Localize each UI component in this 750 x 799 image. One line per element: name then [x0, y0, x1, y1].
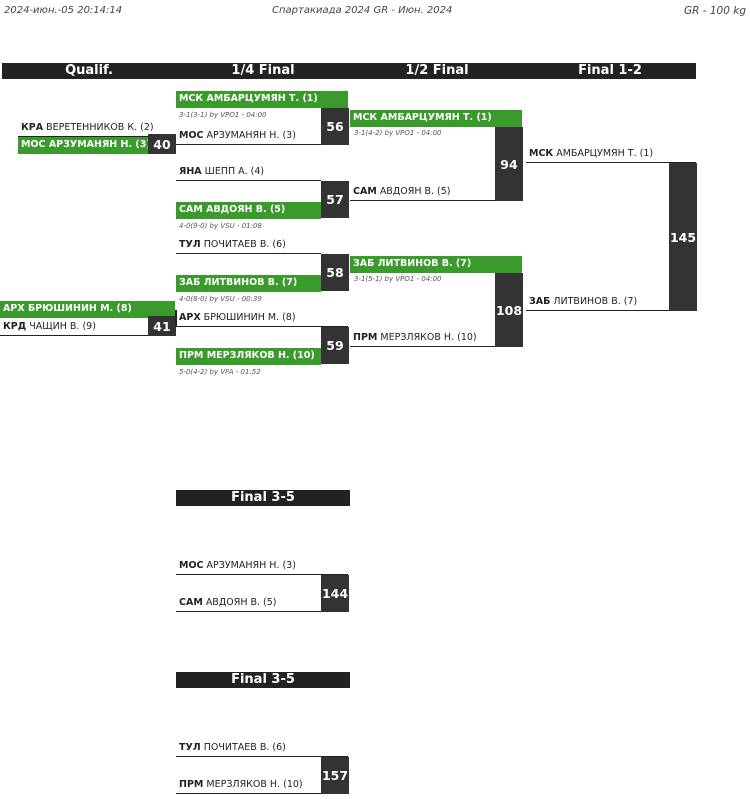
athlete-slot[interactable]: ПРМ МЕРЗЛЯКОВ Н. (10)	[176, 777, 321, 794]
bout-number[interactable]: 57	[321, 181, 349, 218]
athlete-slot[interactable]: КРД ЧАЩИН В. (9)	[0, 319, 148, 336]
timestamp: 2024-июн.-05 20:14:14	[4, 5, 123, 16]
athlete-slot-winner[interactable]: ПРМ МЕРЗЛЯКОВ Н. (10)	[176, 348, 321, 365]
athlete-slot-winner[interactable]: МСК АМБАРЦУМЯН Т. (1)	[176, 91, 348, 108]
athlete-slot[interactable]: МОС АРЗУМАНЯН Н. (3)	[176, 558, 348, 575]
bout-result: 3-1(5-1) by VPO1 - 04:00	[354, 275, 442, 283]
bout-number[interactable]: 157	[321, 757, 349, 794]
athlete-slot[interactable]: ТУЛ ПОЧИТАЕВ В. (6)	[176, 237, 321, 254]
athlete-slot[interactable]: САМ АВДОЯН В. (5)	[350, 184, 495, 201]
bracket-connector	[175, 310, 177, 327]
athlete-slot-winner[interactable]: ЗАБ ЛИТВИНОВ В. (7)	[176, 275, 321, 292]
bout-number[interactable]: 108	[495, 273, 523, 347]
bout-number[interactable]: 41	[148, 316, 176, 336]
weight-category: GR - 100 kg	[683, 5, 746, 17]
bronze-header: Final 3-5	[176, 672, 350, 688]
athlete-slot[interactable]: САМ АВДОЯН В. (5)	[176, 595, 321, 612]
bout-number[interactable]: 58	[321, 254, 349, 291]
column-header-qualif: Qualif.	[2, 63, 176, 79]
athlete-slot[interactable]: ЯНА ШЕПП А. (4)	[176, 164, 321, 181]
bout-result: 4-0(8-0) by VSU - 00:39	[179, 295, 262, 303]
athlete-slot-winner[interactable]: САМ АВДОЯН В. (5)	[176, 202, 321, 219]
bout-number[interactable]: 59	[321, 327, 349, 364]
athlete-slot-winner[interactable]: АРХ БРЮШИНИН М. (8)	[0, 301, 175, 318]
bout-number[interactable]: 144	[321, 575, 349, 612]
athlete-slot-winner[interactable]: ЗАБ ЛИТВИНОВ В. (7)	[350, 256, 522, 273]
bout-number[interactable]: 40	[148, 134, 176, 154]
athlete-slot[interactable]: КРА ВЕРЕТЕННИКОВ К. (2)	[18, 120, 176, 137]
column-header-semi: 1/2 Final	[350, 63, 524, 79]
column-header-final: Final 1-2	[524, 63, 696, 79]
athlete-slot[interactable]: МОС АРЗУМАНЯН Н. (3)	[176, 128, 321, 145]
bout-result: 3-1(4-2) by VPO1 - 04:00	[354, 129, 442, 137]
bout-result: 5-0(4-2) by VFA - 01:52	[179, 368, 261, 376]
athlete-slot[interactable]: МСК АМБАРЦУМЯН Т. (1)	[526, 146, 696, 163]
athlete-slot[interactable]: ТУЛ ПОЧИТАЕВ В. (6)	[176, 740, 348, 757]
athlete-slot[interactable]: ПРМ МЕРЗЛЯКОВ Н. (10)	[350, 330, 495, 347]
athlete-slot-winner[interactable]: МОС АРЗУМАНЯН Н. (3)	[18, 137, 148, 154]
athlete-slot-winner[interactable]: МСК АМБАРЦУМЯН Т. (1)	[350, 110, 522, 127]
bout-number[interactable]: 94	[495, 127, 523, 201]
bout-number[interactable]: 145	[669, 163, 697, 311]
athlete-slot[interactable]: АРХ БРЮШИНИН М. (8)	[176, 310, 348, 327]
bout-number[interactable]: 56	[321, 108, 349, 145]
column-header-quarter: 1/4 Final	[176, 63, 350, 79]
athlete-slot[interactable]: ЗАБ ЛИТВИНОВ В. (7)	[526, 294, 669, 311]
bout-result: 3-1(3-1) by VPO1 - 04:00	[179, 111, 267, 119]
bronze-header: Final 3-5	[176, 490, 350, 506]
event-title: Спартакиада 2024 GR - Июн. 2024	[272, 5, 453, 16]
bout-result: 4-0(9-0) by VSU - 01:08	[179, 222, 262, 230]
